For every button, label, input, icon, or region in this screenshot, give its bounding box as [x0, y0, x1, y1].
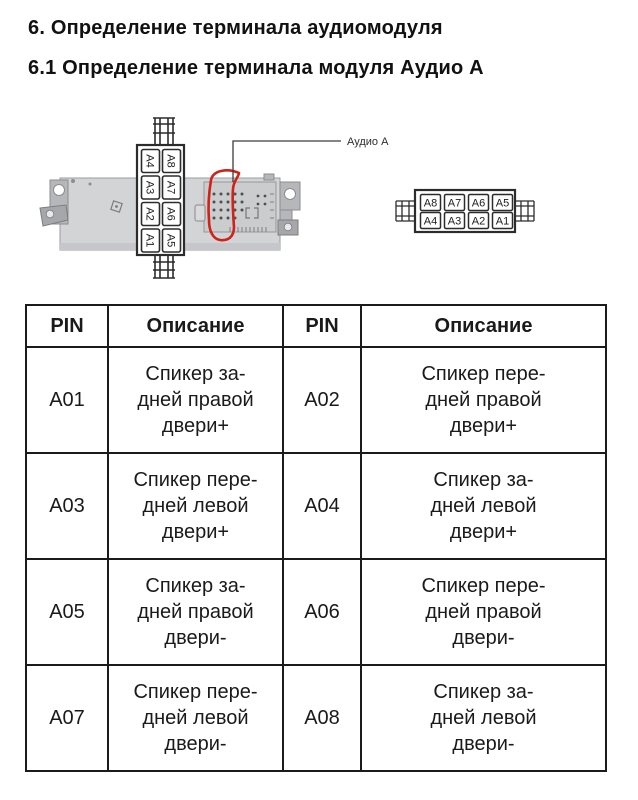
pin-label: A4 [144, 154, 156, 167]
top-rail [153, 117, 175, 145]
pin-cell: A08 [282, 664, 362, 772]
table-row: A01 Спикер за- дней правой двери+ A02 Сп… [25, 346, 607, 454]
table-header-row: PIN Описание PIN Описание [25, 304, 607, 348]
left-tab [395, 200, 415, 222]
table-row: A07 Спикер пере- дней левой двери- A08 С… [25, 664, 607, 772]
pin-cell: A06 [282, 558, 362, 666]
pin-label: A5 [165, 234, 177, 247]
pin-cell: A05 [25, 558, 109, 666]
left-bracket [39, 179, 75, 227]
pin-label: A6 [165, 207, 177, 220]
pin-label: A5 [496, 198, 509, 210]
pin-label: A3 [448, 216, 461, 228]
description-cell: Спикер пере- дней левой двери+ [107, 452, 284, 560]
face-details [245, 207, 259, 219]
right-tab [515, 200, 535, 222]
description-cell: Спикер за- дней правой двери- [107, 558, 284, 666]
bottom-rail [153, 255, 175, 279]
col-header-pin: PIN [282, 304, 362, 348]
highlight-outline [207, 169, 241, 242]
table-row: A03 Спикер пере- дней левой двери+ A04 С… [25, 452, 607, 560]
stamp-mark-icon [110, 200, 123, 213]
subsection-heading: 6.1 Определение терминала модуля Аудио А [28, 57, 484, 79]
description-cell: Спикер пере- дней правой двери+ [360, 346, 607, 454]
table-row: A05 Спикер за- дней правой двери- A06 Сп… [25, 558, 607, 666]
pin-label: A3 [144, 181, 156, 194]
callout-line [232, 140, 341, 182]
vertical-connector: A4 A3 A2 A1 A8 A7 A6 A5 [135, 117, 186, 279]
pin-label: A8 [165, 154, 177, 167]
pin-dot-grid [212, 192, 267, 220]
pin-label: A1 [144, 234, 156, 247]
pin-label: A2 [144, 207, 156, 220]
description-cell: Спикер за- дней правой двери+ [107, 346, 284, 454]
pin-label: A7 [448, 198, 461, 210]
description-cell: Спикер пере- дней левой двери- [107, 664, 284, 772]
pin-cell: A03 [25, 452, 109, 560]
right-bracket [263, 173, 301, 236]
description-cell: Спикер пере- дней правой двери- [360, 558, 607, 666]
pin-label: A7 [165, 181, 177, 194]
description-cell: Спикер за- дней левой двери+ [360, 452, 607, 560]
pin-label: A6 [472, 198, 485, 210]
col-header-pin: PIN [25, 304, 109, 348]
section-heading: 6. Определение терминала аудиомодуля [28, 17, 443, 39]
pin-label: A8 [424, 198, 437, 210]
dash-ticks [229, 193, 274, 232]
pin-cell: A01 [25, 346, 109, 454]
callout-label: Аудио А [347, 136, 389, 148]
description-cell: Спикер за- дней левой двери- [360, 664, 607, 772]
col-header-description: Описание [360, 304, 607, 348]
audio-module-illustration: A4 A3 A2 A1 A8 A7 A6 A5 Аудио А [39, 117, 535, 279]
pin-label: A4 [424, 216, 437, 228]
pin-label: A1 [496, 216, 509, 228]
col-header-description: Описание [107, 304, 284, 348]
pin-cell: A02 [282, 346, 362, 454]
pin-cell: A07 [25, 664, 109, 772]
horizontal-connector: A8 A7 A6 A5 A4 A3 A2 A1 [395, 188, 535, 234]
terminal-table: PIN Описание PIN Описание A01 Спикер за-… [25, 304, 607, 772]
pin-cell: A04 [282, 452, 362, 560]
pin-label: A2 [472, 216, 485, 228]
